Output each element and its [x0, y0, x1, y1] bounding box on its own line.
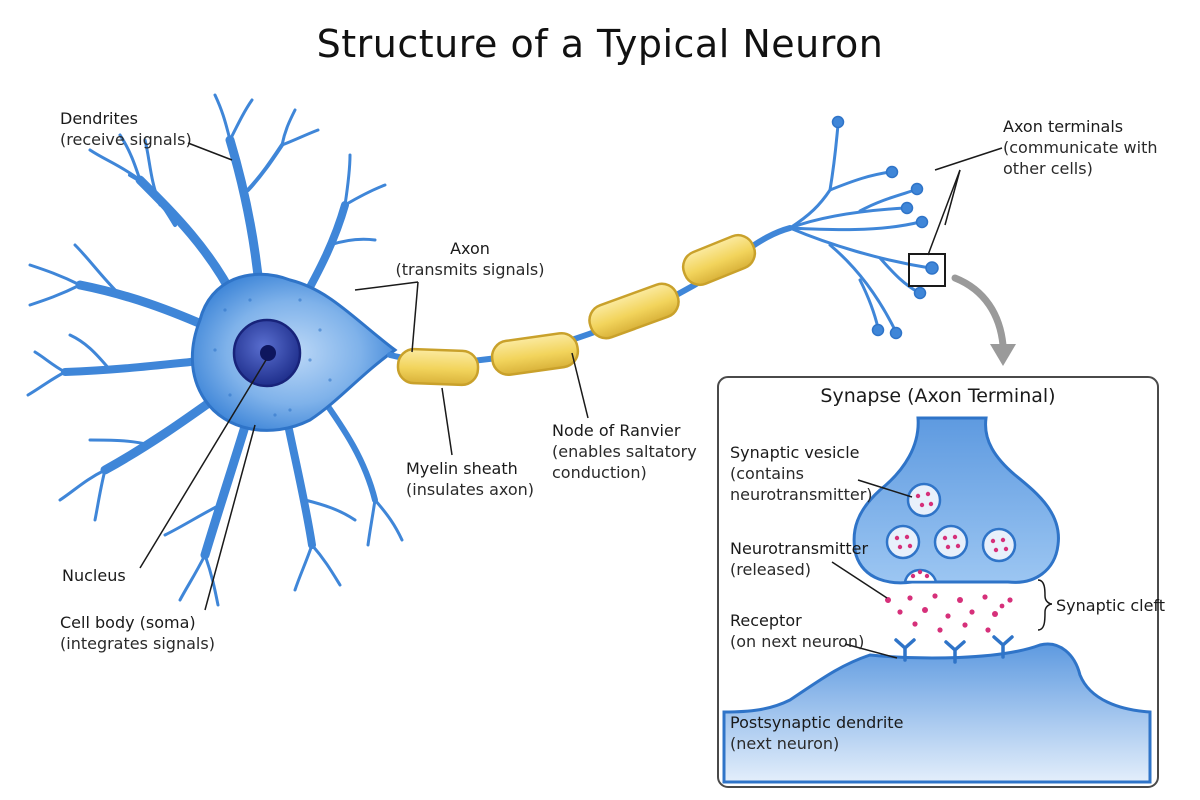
nucleus — [232, 318, 302, 388]
label-cell-body-name: Cell body (soma) — [60, 613, 196, 632]
label-synaptic-vesicle-desc1: (contains — [730, 464, 804, 483]
synaptic-vesicles — [885, 482, 1017, 563]
label-axon-terminals-desc1: (communicate with — [1003, 138, 1158, 157]
diagram-title: Structure of a Typical Neuron — [316, 22, 884, 66]
synapse-inset-title: Synapse (Axon Terminal) — [820, 385, 1056, 407]
label-synaptic-cleft-name: Synaptic cleft — [1056, 596, 1166, 615]
axon-terminal-branches — [788, 123, 932, 332]
label-synaptic-vesicle: Synaptic vesicle (contains neurotransmit… — [730, 442, 873, 505]
label-node-of-ranvier-desc2: conduction) — [552, 463, 647, 482]
myelin-sheath — [396, 233, 757, 387]
label-receptor-name: Receptor — [730, 611, 802, 630]
label-myelin-sheath-name: Myelin sheath — [406, 459, 518, 478]
leader-lines — [139, 142, 1003, 611]
myelin-segment — [396, 347, 480, 387]
synaptic-vesicle — [981, 527, 1017, 563]
label-myelin-sheath-desc: (insulates axon) — [406, 480, 535, 499]
label-neurotransmitter-desc: (released) — [730, 560, 811, 579]
label-node-of-ranvier-desc1: (enables saltatory — [552, 442, 697, 461]
myelin-segment — [588, 282, 680, 340]
label-neurotransmitter: Neurotransmitter (released) — [730, 538, 868, 580]
synaptic-cleft-brace — [1037, 579, 1053, 631]
synapse-inset — [717, 376, 1159, 788]
label-myelin-sheath: Myelin sheath (insulates axon) — [406, 458, 534, 500]
label-synaptic-vesicle-name: Synaptic vesicle — [730, 443, 860, 462]
label-synaptic-cleft: Synaptic cleft — [1056, 595, 1165, 616]
label-postsynaptic-dendrite-name: Postsynaptic dendrite — [730, 713, 904, 732]
label-nucleus: Nucleus — [62, 565, 126, 586]
synaptic-vesicle — [906, 482, 942, 518]
label-axon-name: Axon — [450, 239, 490, 258]
inset-leader-lines — [831, 479, 913, 659]
label-cell-body: Cell body (soma) (integrates signals) — [60, 612, 215, 654]
synaptic-vesicle — [885, 524, 921, 560]
myelin-segment — [681, 233, 757, 287]
label-axon-terminals-name: Axon terminals — [1003, 117, 1124, 136]
terminal-highlight-box — [908, 253, 946, 287]
label-nucleus-name: Nucleus — [62, 566, 126, 585]
label-postsynaptic-dendrite: Postsynaptic dendrite (next neuron) — [730, 712, 903, 754]
label-postsynaptic-dendrite-desc: (next neuron) — [730, 734, 840, 753]
label-dendrites: Dendrites (receive signals) — [60, 108, 192, 150]
label-synaptic-vesicle-desc2: neurotransmitter) — [730, 485, 873, 504]
label-neurotransmitter-name: Neurotransmitter — [730, 539, 869, 558]
receptors — [894, 635, 1014, 664]
label-axon-desc: (transmits signals) — [395, 260, 545, 279]
label-node-of-ranvier: Node of Ranvier (enables saltatory condu… — [552, 420, 697, 483]
synaptic-vesicle — [933, 524, 969, 560]
label-dendrites-name: Dendrites — [60, 109, 138, 128]
label-receptor: Receptor (on next neuron) — [730, 610, 864, 652]
label-axon-terminals-desc2: other cells) — [1003, 159, 1093, 178]
label-dendrites-desc: (receive signals) — [60, 130, 192, 149]
postsynaptic-dendrite-shape — [722, 642, 1152, 784]
label-axon-terminals: Axon terminals (communicate with other c… — [1003, 116, 1157, 179]
label-receptor-desc: (on next neuron) — [730, 632, 865, 651]
zoom-arrow — [951, 274, 1016, 366]
axon-terminal-knobs — [831, 115, 939, 340]
label-node-of-ranvier-name: Node of Ranvier — [552, 421, 681, 440]
label-axon: Axon (transmits signals) — [385, 238, 555, 280]
myelin-segment — [490, 332, 580, 376]
released-neurotransmitter — [885, 593, 1013, 633]
label-cell-body-desc: (integrates signals) — [60, 634, 215, 653]
